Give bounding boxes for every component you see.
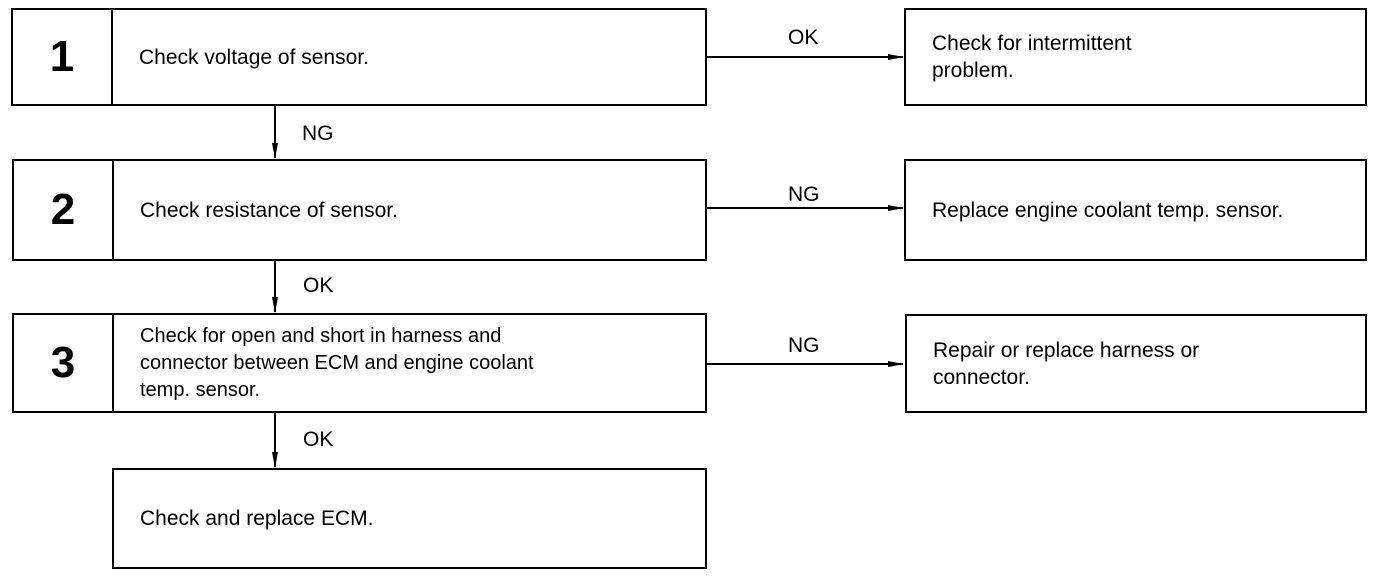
- label-step3-right: NG: [788, 334, 820, 357]
- result-2-box: Replace engine coolant temp. sensor.: [904, 159, 1367, 261]
- step-3-number: 3: [14, 315, 114, 411]
- step-3-box: 3 Check for open and short in harness an…: [12, 313, 707, 413]
- step-1-box: 1 Check voltage of sensor.: [11, 8, 707, 106]
- step-1-number: 1: [13, 10, 113, 104]
- label-step1-right: OK: [788, 26, 819, 49]
- step-2-box: 2 Check resistance of sensor.: [12, 159, 707, 261]
- label-step2-down: OK: [303, 274, 334, 297]
- final-text: Check and replace ECM.: [140, 507, 374, 530]
- step-2-number: 2: [14, 161, 114, 259]
- result-3-text: Repair or replace harness or connector.: [933, 338, 1200, 389]
- label-step3-down: OK: [303, 428, 334, 451]
- result-2-text: Replace engine coolant temp. sensor.: [932, 198, 1284, 222]
- step-3-text: Check for open and short in harness and …: [140, 324, 534, 401]
- label-step2-right: NG: [788, 183, 820, 206]
- result-3-box: Repair or replace harness or connector.: [905, 314, 1367, 413]
- step-1-text: Check voltage of sensor.: [139, 45, 369, 69]
- final-box: Check and replace ECM.: [112, 468, 707, 569]
- result-1-text: Check for intermittent problem.: [932, 32, 1132, 82]
- step-2-text: Check resistance of sensor.: [140, 198, 398, 222]
- label-step1-down: NG: [302, 122, 334, 145]
- result-1-box: Check for intermittent problem.: [904, 8, 1367, 106]
